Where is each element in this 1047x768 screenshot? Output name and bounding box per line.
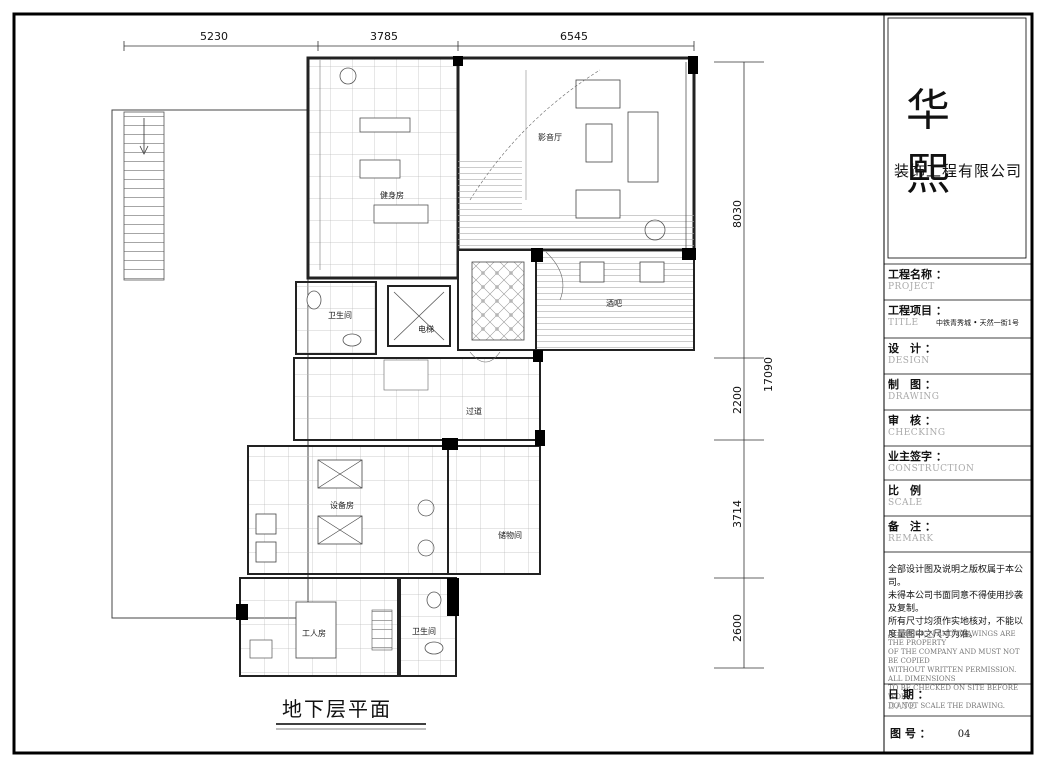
date-field: 日 期 ： DATE [888,686,1028,712]
sheet-border [12,12,1034,755]
note-line: 未得本公司书面同意不得使用抄袭及复制。 [888,591,1024,614]
dim-right-3: 3714 [731,500,744,528]
note-line: 度量图中之尺寸为准。 [888,630,979,640]
field-value: CONSTRUCTION [888,464,975,474]
title-block-grid [884,17,1032,717]
field-value: REMARK [888,534,934,544]
field-value: CHECKING [888,428,946,438]
structural-columns [236,56,698,620]
field-label: 审 核 ： [888,414,936,427]
date-value: DATE [888,702,916,712]
field-value: DRAWING [888,392,940,402]
field-label: 工程项目 ： [888,304,947,317]
brand-name: 华 熙 [906,85,964,200]
title-block-fields: 工程名称 ： PROJECT 工程项目 ： TITLE 中铁青秀城 • 天然一街… [888,266,1028,554]
fine-line: TO BE CHECKED ON SITE BEFORE WORK. [888,684,1019,701]
diamond-floor-room [457,249,537,351]
dim-top-1: 5230 [200,30,228,43]
room-label-storage: 储物间 [498,530,522,540]
field-label: 制 图 ： [888,378,936,391]
bathroom-1 [295,281,377,355]
fine-line: WITHOUT WRITTEN PERMISSION. ALL DIMENSIO… [888,666,1017,683]
field-scale: 比 例 SCALE [888,482,1028,518]
sheet-number-value: 04 [957,729,971,740]
corridor [293,351,541,441]
company-name: 装饰工程有限公司 [894,162,1023,180]
field-extra: 中铁青秀城 • 天然一街1号 [936,319,1020,327]
left-exterior [111,109,309,619]
field-checking: 审 核 ： CHECKING [888,412,1028,448]
dim-top-2: 3785 [370,30,398,43]
sheet-number-label: 图 号 ： [890,727,931,740]
room-label-equipment-room: 设备房 [330,500,354,510]
fine-line: ALL DESIGN AND DRAWINGS ARE THE PROPERTY [888,630,1016,647]
field-project-name: 工程名称 ： PROJECT [888,266,1028,302]
room-label-lounge: 酒吧 [606,299,622,308]
bathroom-2 [399,577,457,677]
room-label-bathroom-2: 卫生间 [412,626,436,636]
copyright-fine-print: ALL DESIGN AND DRAWINGS ARE THE PROPERTY… [888,630,1030,711]
video-room [456,56,696,252]
note-line: 所有尺寸均须作实地核对，不能以 [888,617,1024,627]
fine-line: DO NOT SCALE THE DRAWING. [888,702,1005,710]
field-label: 业主签字 ： [888,450,947,463]
field-drawing: 制 图 ： DRAWING [888,376,1028,412]
field-project-item: 工程项目 ： TITLE 中铁青秀城 • 天然一街1号 [888,302,1028,340]
field-label: 工程名称 ： [888,268,947,281]
gym-room [306,56,460,280]
room-label-elevator: 电梯 [418,324,434,334]
field-design: 设 计 ： DESIGN [888,340,1028,376]
field-value: DESIGN [888,356,930,366]
sheet-number-field: 图 号 ： 04 [890,722,1030,741]
equipment-room [247,445,449,575]
top-dimensions [123,41,695,51]
room-label-staff-room: 工人房 [302,628,326,638]
room-label-bathroom-1: 卫生间 [328,310,352,320]
dim-right-2: 2200 [731,386,744,414]
elevator [387,285,451,347]
field-value: SCALE [888,498,923,508]
dim-total: 17090 [762,357,775,392]
field-value: PROJECT [888,282,935,292]
field-remark: 备 注 ： REMARK [888,518,1028,554]
field-label: 设 计 ： [888,342,936,355]
room-label-gym: 健身房 [380,190,404,200]
date-label: 日 期 ： [888,688,929,701]
field-label: 备 注 ： [888,520,936,533]
lounge-room [535,249,695,351]
copyright-notes: 全部设计图及说明之版权属于本公司。 未得本公司书面同意不得使用抄袭及复制。 所有… [888,564,1030,642]
field-value: TITLE [888,318,919,328]
note-line: 全部设计图及说明之版权属于本公司。 [888,565,1024,588]
storage-room [447,445,541,575]
field-label: 比 例 [888,484,921,497]
drawing-title: 地下层平面 [282,697,392,721]
staff-room [239,577,399,677]
dim-top-3: 6545 [560,30,588,43]
field-owner-signature: 业主签字 ： CONSTRUCTION [888,448,1028,482]
right-dimensions [714,61,764,669]
room-label-corridor: 过道 [466,406,482,416]
dim-right-4: 2600 [731,614,744,642]
dim-right-1: 8030 [731,200,744,228]
room-label-video-room: 影音厅 [538,132,562,142]
fine-line: OF THE COMPANY AND MUST NOT BE COPIED [888,648,1020,665]
